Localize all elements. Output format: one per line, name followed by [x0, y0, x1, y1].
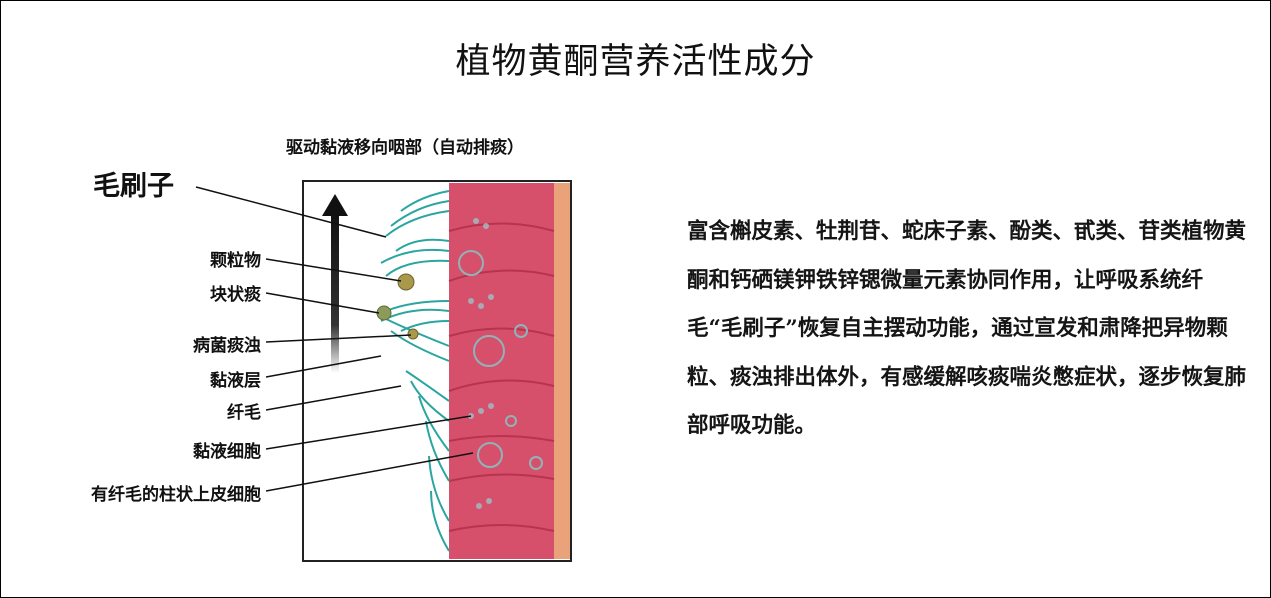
epithelial-cells [449, 183, 554, 559]
leader-lines [195, 186, 474, 492]
upward-arrow-icon [322, 194, 348, 216]
upward-arrow-shaft [331, 213, 339, 373]
label-brush: 毛刷子 [93, 171, 174, 202]
label-mucus-layer: 黏液层 [210, 371, 261, 391]
label-germ-phlegm: 病菌痰浊 [193, 336, 261, 356]
particle [397, 273, 415, 291]
label-mucus-cell: 黏液细胞 [193, 442, 261, 462]
arrow-caption: 驱动黏液移向咽部（自动排痰） [286, 138, 524, 158]
cilia [380, 190, 450, 552]
basement-tissue [554, 183, 570, 559]
mucus-granules [468, 218, 494, 509]
label-phlegm-lump: 块状痰 [210, 285, 261, 305]
description-text: 富含槲皮素、牡荆苷、蛇床子素、酚类、甙类、苷类植物黄酮和钙硒镁钾铁锌锶微量元素协… [687, 219, 1247, 438]
label-particle: 颗粒物 [210, 251, 261, 271]
page-title: 植物黄酮营养活性成分 [455, 42, 816, 82]
label-cilia: 纤毛 [227, 403, 261, 423]
label-ciliated-cell: 有纤毛的柱状上皮细胞 [91, 485, 261, 505]
cell-nuclei [458, 250, 543, 470]
germ-phlegm [407, 328, 419, 340]
phlegm-lump [376, 305, 392, 321]
